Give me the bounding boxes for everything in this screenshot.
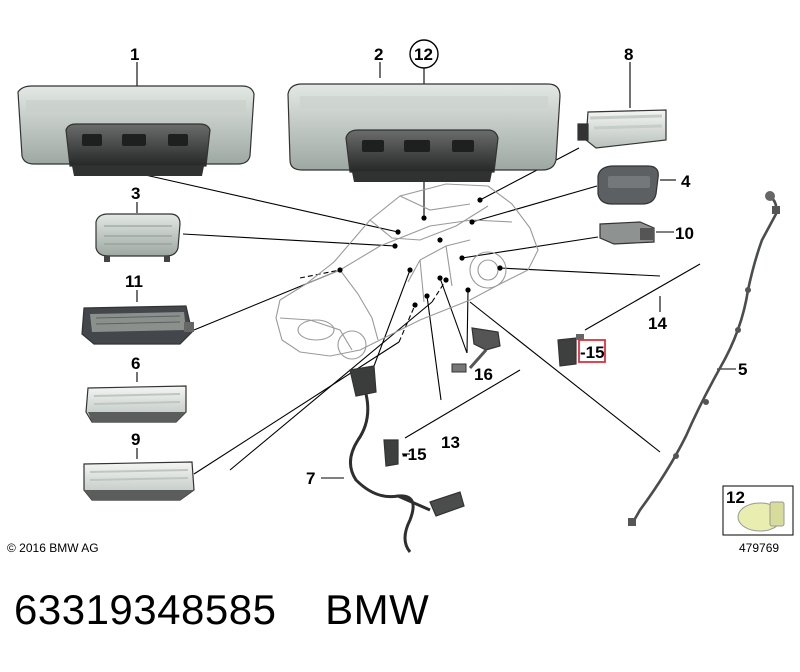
diagram-reference-number: 479769	[739, 541, 780, 555]
label-10: 10	[675, 224, 694, 243]
part-1-roof-function-centre	[17, 85, 255, 176]
label-13: 13	[441, 433, 460, 452]
part-15-connector-b	[383, 439, 399, 467]
part-10-module	[599, 221, 655, 245]
label-1: 1	[130, 45, 139, 64]
part-15-connector-a	[557, 334, 584, 367]
label-8: 8	[624, 45, 633, 64]
part-16-bracket	[451, 327, 501, 373]
label-3: 3	[131, 184, 140, 203]
label-6: 6	[131, 354, 140, 373]
part-6-interior-light	[85, 385, 187, 423]
part-11-interior-light	[81, 305, 194, 345]
part-4-cover	[597, 165, 659, 205]
part-number-footer: 63319348585 BMW	[14, 586, 429, 634]
part-3-interior-light	[95, 213, 181, 262]
part-2-roof-function-centre	[287, 83, 561, 182]
part-labels: 1 2 12 8 3 4 10 11 6 9 14 -15 5 16 13 -1…	[125, 45, 747, 507]
callout-lines	[131, 62, 736, 479]
label-12-circled: 12	[414, 45, 433, 64]
part-12-bulb-box	[722, 485, 794, 536]
label-16: 16	[474, 365, 493, 384]
part-5-cable	[628, 191, 780, 526]
label-15: -15	[402, 445, 427, 464]
part-number: 63319348585	[14, 586, 277, 633]
part-7-wiring-harness	[349, 365, 465, 553]
label-4: 4	[681, 172, 691, 191]
label-11: 11	[125, 272, 143, 291]
label-14: 14	[648, 314, 667, 333]
part-8-reading-light	[577, 109, 667, 149]
label-15-highlighted: -15	[580, 343, 605, 362]
attachment-points	[337, 197, 503, 308]
label-5: 5	[738, 360, 747, 379]
label-9: 9	[131, 430, 140, 449]
highlight-box-15	[578, 339, 606, 363]
label-12-box: 12	[726, 488, 745, 507]
copyright-notice: © 2016 BMW AG	[7, 541, 99, 555]
part-9-interior-light	[83, 461, 195, 501]
label-7: 7	[306, 469, 315, 488]
car-outline	[275, 183, 539, 360]
circled-callout-12	[409, 39, 439, 69]
brand-name: BMW	[325, 586, 430, 633]
label-2: 2	[374, 45, 383, 64]
